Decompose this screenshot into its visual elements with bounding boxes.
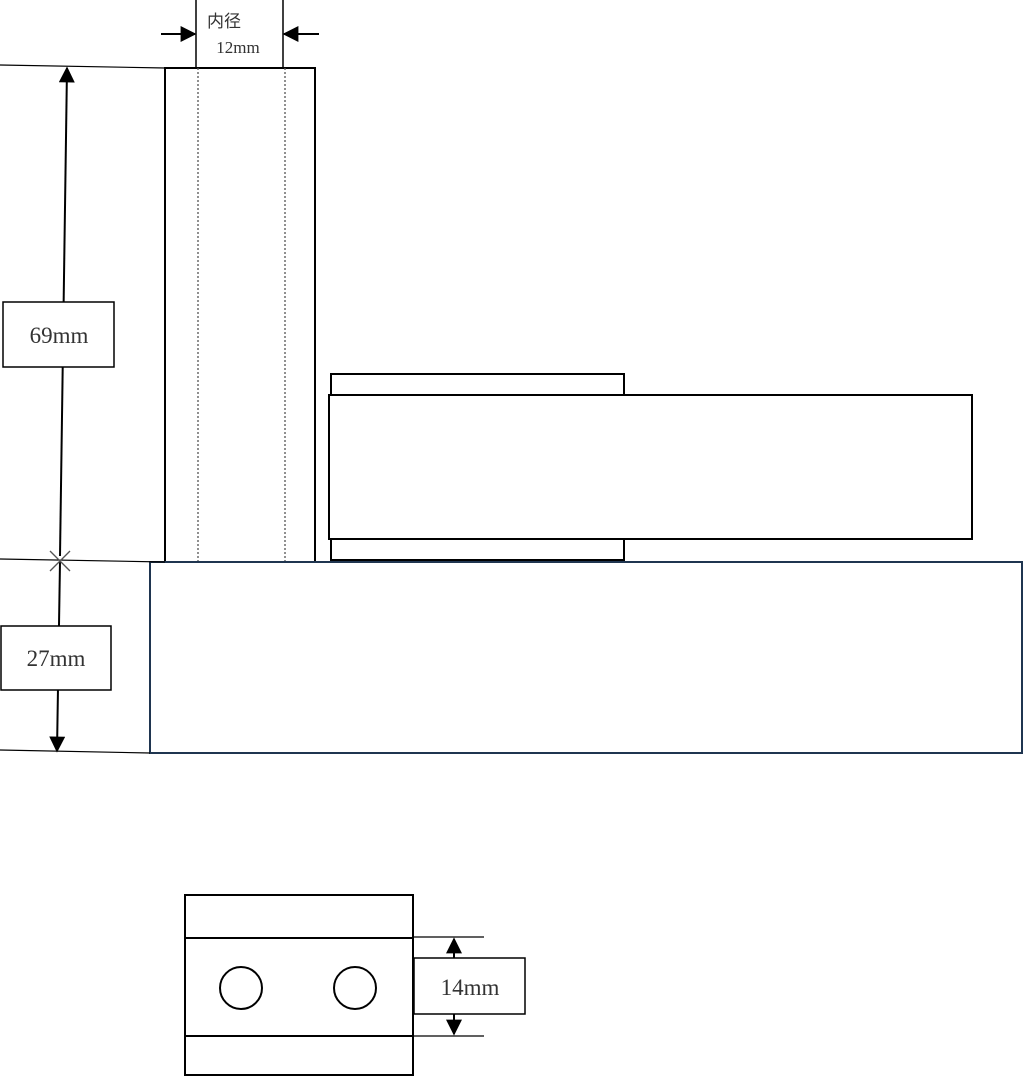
base-height-label-box [0, 625, 112, 691]
clamp-strip-top [330, 373, 625, 397]
end-view-outline [184, 894, 414, 1076]
slot-width-label-box [413, 957, 526, 1015]
inner-diameter-value: 12mm [216, 38, 259, 57]
post-height-label: 69mm [30, 323, 89, 348]
mounting-hole-left [219, 966, 263, 1010]
horizontal-arm [328, 394, 973, 540]
base-block [149, 561, 1023, 754]
end-view: 14mm [184, 894, 526, 1076]
slot-width-dimension: 14mm [413, 936, 526, 1037]
inner-diameter-label: 内径 [207, 12, 241, 31]
clamp-strip-bottom [330, 537, 625, 561]
height-dimensions: 69mm 27mm [0, 64, 166, 754]
mounting-hole-right [333, 966, 377, 1010]
post-height-label-box [2, 301, 115, 368]
slot-width-label: 14mm [441, 975, 500, 1000]
vertical-post [164, 67, 316, 563]
inner-diameter-dimension: 内径 12mm [161, 0, 319, 68]
base-height-label: 27mm [27, 646, 86, 671]
side-view: 内径 12mm 69mm 27mm [0, 0, 1023, 754]
